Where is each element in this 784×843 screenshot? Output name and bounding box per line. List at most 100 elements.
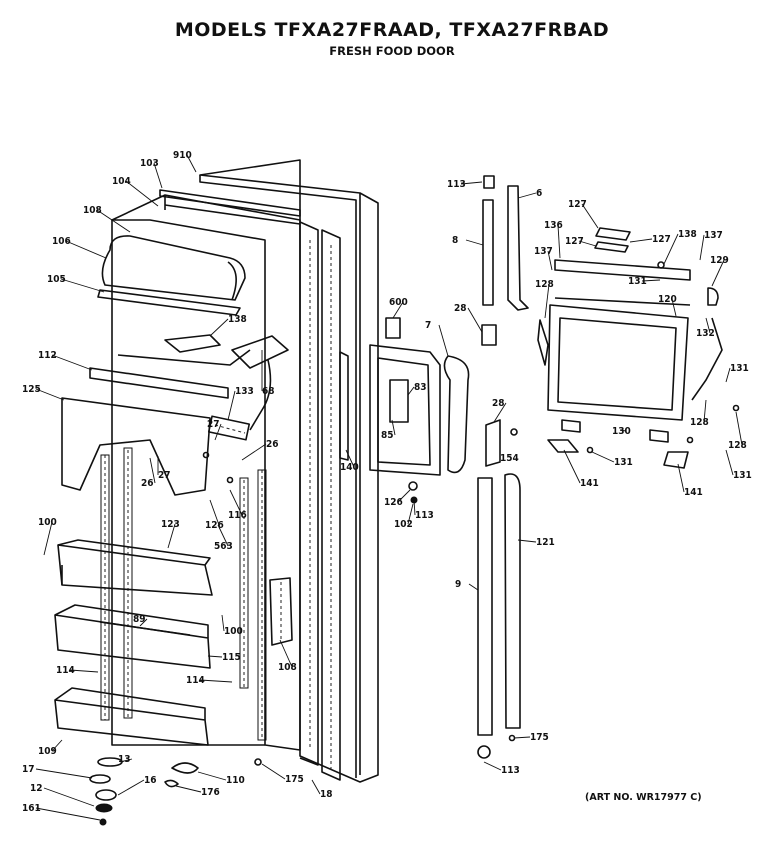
part-131 [586, 446, 594, 454]
part-161 [99, 818, 107, 826]
part-number-label: 600 [389, 297, 408, 308]
part-129 [707, 287, 719, 306]
trim-9 [477, 477, 493, 736]
leader-line [119, 758, 133, 763]
module-133 [207, 415, 251, 441]
part-number-label: 8 [452, 235, 458, 246]
part-number-label: 26 [266, 439, 279, 450]
part-number-label: 85 [381, 430, 394, 441]
leader-line [513, 736, 531, 739]
part-126 [408, 481, 418, 491]
part-number-label: 126 [205, 520, 224, 531]
arm-128-right [691, 317, 723, 401]
part-number-label: 120 [658, 294, 677, 305]
part-number-label: 141 [580, 478, 599, 489]
dairy-compartment [97, 235, 246, 316]
leader-line [677, 463, 685, 493]
bin-123 [57, 544, 213, 596]
part-number-label: 563 [214, 541, 233, 552]
bracket-141-left [547, 439, 579, 453]
part-number-label: 113 [447, 179, 466, 190]
leader-line [735, 411, 743, 446]
part-number-label: 17 [22, 764, 35, 775]
hinge-130-right [649, 429, 669, 443]
shelf-112 [89, 367, 229, 399]
dispenser-68 [231, 335, 289, 369]
leader-line [139, 618, 148, 627]
leader-line [35, 807, 101, 821]
part-number-label: 910 [173, 150, 192, 161]
part-28-upper [481, 324, 497, 346]
leader-line [557, 224, 561, 259]
leader-line [629, 238, 653, 243]
leader-line [460, 181, 483, 185]
leader-line [214, 423, 222, 441]
leader-line [391, 419, 396, 436]
part-number-label: 112 [38, 350, 57, 361]
leader-line [149, 457, 156, 484]
diagram-subtitle: FRESH FOOD DOOR [329, 44, 455, 58]
rack-108 [269, 577, 293, 646]
leader-line [517, 539, 537, 543]
part-number-label: 113 [501, 765, 520, 776]
part-number-label: 114 [186, 675, 205, 686]
leader-line [311, 779, 321, 795]
leader-line [345, 449, 355, 468]
leader-line [563, 449, 581, 484]
leader-line [153, 162, 163, 189]
leader-line [167, 523, 176, 549]
part-12 [95, 803, 113, 813]
part-113-top [483, 175, 495, 189]
part-number-label: 137 [704, 230, 723, 241]
tube-68 [249, 359, 272, 431]
leader-line [467, 307, 483, 333]
part-callouts: 9101031041081061051381121331252768262627… [22, 150, 752, 821]
dispenser-door [537, 227, 740, 469]
leader-line [483, 761, 502, 771]
leader-line [227, 390, 236, 421]
leader-line [197, 771, 227, 781]
leader-line [413, 499, 416, 516]
trim-6 [507, 185, 529, 311]
leader-line [581, 203, 599, 229]
trim-8 [482, 199, 494, 306]
leader-line [279, 639, 293, 668]
part-17 [89, 774, 111, 784]
leader-line [209, 499, 220, 526]
part-number-label: 83 [414, 382, 427, 393]
trim-121 [504, 473, 521, 729]
part-number-label: 129 [710, 255, 729, 266]
hinge-130-left [561, 419, 581, 433]
part-number-label: 140 [340, 462, 359, 473]
leader-line [217, 524, 229, 547]
part-number-label: 18 [320, 789, 333, 800]
part-127-top [595, 227, 631, 241]
part-number-label: 26 [141, 478, 154, 489]
leader-line [465, 239, 484, 246]
part-number-label: 16 [144, 775, 157, 786]
part-number-label: 13 [118, 754, 131, 765]
leader-line [641, 279, 661, 282]
leader-line [671, 298, 677, 317]
part-175 [254, 758, 262, 766]
leader-line [43, 787, 95, 807]
leader-line [209, 318, 229, 337]
part-number-label: 89 [133, 614, 146, 625]
part-number-label: 131 [730, 363, 749, 374]
leader-line [207, 655, 223, 658]
part-number-label: 116 [228, 510, 247, 521]
part-127-mid [594, 241, 629, 253]
part-number-label: 175 [285, 774, 304, 785]
part-number-label: 114 [56, 665, 75, 676]
part-128-small [732, 404, 740, 412]
part-number-label: 127 [652, 234, 671, 245]
trim-131 [554, 297, 691, 306]
part-138 [657, 261, 665, 269]
part-116 [226, 476, 234, 484]
leader-line [60, 278, 105, 293]
part-110 [171, 762, 199, 774]
leader-line [229, 489, 243, 516]
part-number-label: 113 [415, 510, 434, 521]
part-number-label: 68 [262, 386, 275, 397]
leader-line [69, 669, 99, 673]
